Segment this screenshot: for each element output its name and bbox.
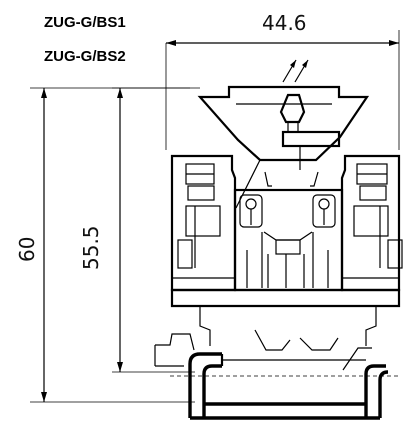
model-label-bs2: ZUG-G/BS2 (44, 48, 126, 65)
width-dimension: 44.6 (165, 11, 400, 150)
contact-section (233, 171, 344, 292)
right-clamp (340, 154, 403, 292)
total-height-label: 60 (15, 237, 39, 262)
total-height-dimension: 60 (15, 87, 195, 403)
inner-height-label: 55.5 (79, 225, 103, 270)
width-dimension-label: 44.6 (262, 11, 307, 35)
fuse-holder (197, 59, 370, 209)
inner-height-dimension: 55.5 (79, 87, 200, 373)
model-label-bs1: ZUG-G/BS1 (44, 14, 126, 31)
base-foot (154, 288, 401, 377)
din-rail (188, 352, 389, 420)
left-clamp (170, 154, 237, 292)
